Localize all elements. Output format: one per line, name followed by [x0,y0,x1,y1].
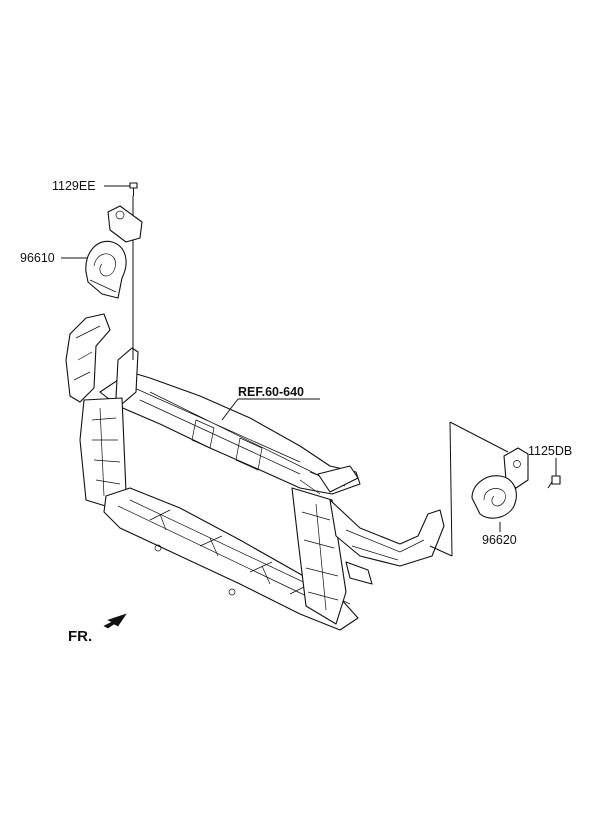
horn-right-assembly [429,421,561,557]
leader-line-right-vertical [449,421,453,557]
arrow-icon [103,613,127,629]
horn-left-assembly [85,182,143,360]
horn-icon [471,475,517,519]
leader-ref [221,398,239,421]
label-ref-60-640: REF.60-640 [238,385,304,399]
label-1129ee: 1129EE [52,179,96,193]
label-1125db: 1125DB [528,444,572,458]
leader-line-right-upper [449,421,509,453]
radiator-support-carrier [65,313,445,631]
label-96610: 96610 [20,251,55,265]
bolt-icon [129,182,138,196]
front-label: FR. [68,628,92,645]
horn-icon [85,240,127,299]
label-96620: 96620 [482,533,517,547]
bolt-icon [547,475,561,489]
leader-line-right-lower [429,545,453,557]
